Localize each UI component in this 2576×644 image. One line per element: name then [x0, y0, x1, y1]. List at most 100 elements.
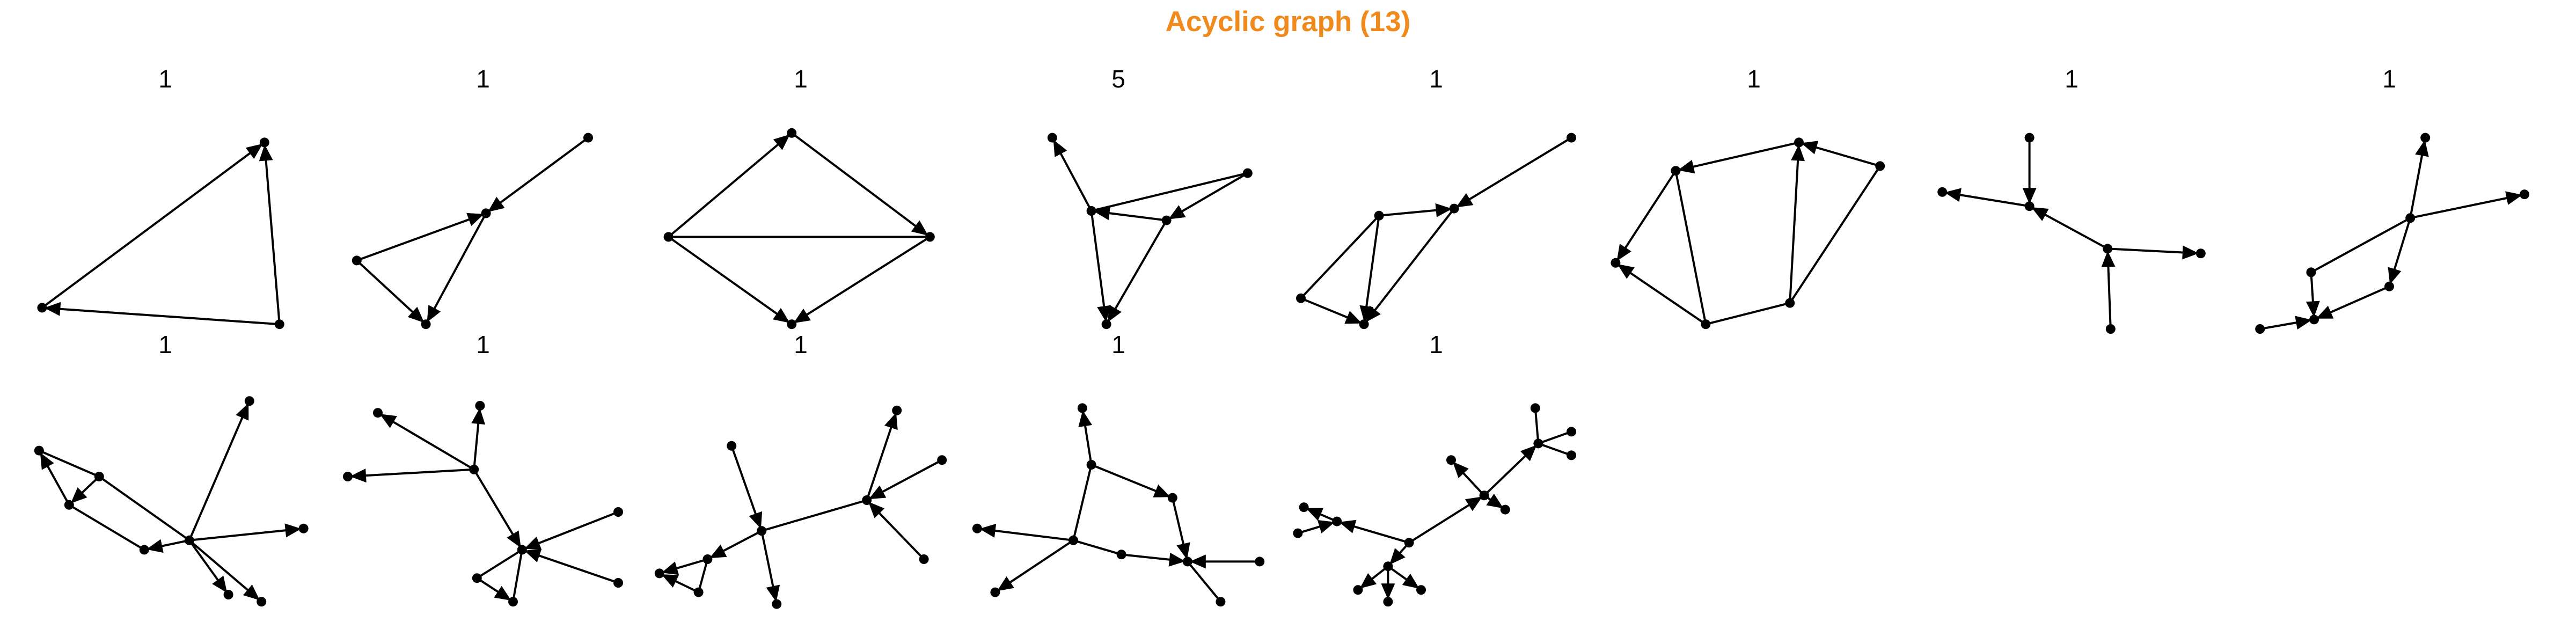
graph-node [469, 464, 479, 474]
graph-edge [2410, 193, 2525, 219]
arrowhead [471, 407, 486, 425]
arrowhead [1944, 188, 1962, 202]
graph-edge [1072, 464, 1093, 541]
graph-edge [1675, 141, 1799, 172]
graph-panel-11: 1 [654, 331, 947, 609]
graph-node [1530, 403, 1540, 413]
arrowhead [494, 586, 511, 601]
graph-node [2420, 133, 2431, 143]
graph-node [1101, 319, 1111, 330]
arrowhead [1402, 573, 1419, 589]
graph-edge [1091, 172, 1248, 212]
arrowhead [1168, 205, 1186, 219]
arrowhead [1381, 583, 1395, 600]
arrowhead [1359, 573, 1377, 589]
graph-node [1299, 502, 1309, 513]
graph-panel-13: 1 [1293, 331, 1576, 607]
graph-node [1069, 535, 1078, 545]
arrowhead [997, 576, 1014, 591]
arrowhead [379, 414, 397, 428]
graph-edge [1363, 215, 1380, 325]
graph-node [2024, 201, 2035, 211]
arrowhead [709, 544, 727, 559]
arrowhead [245, 143, 263, 159]
graph-edge [377, 412, 475, 471]
graph-edge [39, 449, 100, 478]
graph-panel-7: 1 [1937, 65, 2206, 334]
graph-edge [1363, 208, 1455, 325]
arrowhead [1435, 203, 1452, 217]
arrowhead [212, 575, 228, 593]
graph-edge [1187, 561, 1221, 603]
graph-node [1293, 528, 1303, 538]
arrowhead [146, 539, 164, 553]
graph-node [1332, 516, 1342, 526]
graph-node [583, 133, 593, 143]
arrowhead [466, 213, 484, 226]
graph-node [2309, 314, 2319, 325]
graph-node [257, 597, 267, 607]
arrowhead [1801, 141, 1819, 155]
graph-panel-5: 1 [1296, 65, 1576, 330]
arrowhead [1168, 552, 1185, 567]
arrowhead [44, 302, 61, 316]
arrowhead [1365, 305, 1381, 323]
graph-edge [668, 132, 793, 238]
graph-node [772, 599, 782, 609]
graph-edge [512, 550, 523, 602]
arrowhead [259, 144, 273, 162]
graph-edge [791, 236, 931, 325]
graph-node [1374, 210, 1384, 221]
graph-node [2024, 133, 2035, 143]
arrowhead [1520, 445, 1537, 462]
graph-node [1383, 597, 1393, 607]
graph-node [2405, 213, 2416, 223]
arrowhead [2316, 305, 2334, 319]
graph-node [1296, 293, 1306, 303]
graph-node [37, 303, 47, 313]
graph-node [757, 526, 767, 536]
arrowhead [1306, 508, 1323, 521]
graph-node [1383, 561, 1393, 572]
graph-edge [791, 132, 931, 238]
graph-edge [1534, 408, 1540, 444]
arrowhead [236, 402, 249, 421]
panel-count-label: 1 [1111, 331, 1125, 358]
arrowhead [661, 561, 679, 575]
graph-node [1161, 215, 1172, 225]
graph-node [613, 578, 623, 588]
figure-title: Acyclic graph (13) [1165, 6, 1411, 38]
graph-node [919, 554, 929, 564]
arrowhead [2182, 245, 2199, 260]
arrowhead [772, 308, 790, 323]
arrowhead [661, 574, 679, 588]
graph-node [94, 472, 104, 481]
graph-edge [98, 475, 190, 541]
arrowhead [1465, 496, 1483, 511]
arrowhead [911, 220, 928, 236]
arrowhead [1678, 159, 1695, 174]
arrowhead [868, 501, 885, 518]
graph-panel-12: 1 [972, 331, 1265, 607]
arrowhead [70, 487, 87, 504]
arrowhead [407, 306, 425, 323]
arrowhead [1617, 264, 1635, 279]
graph-node [1875, 161, 1885, 171]
graph-node [1500, 504, 1510, 515]
graph-node [1611, 258, 1621, 268]
arrowhead [2388, 267, 2402, 284]
graph-node [223, 590, 233, 599]
graph-edge [1538, 430, 1572, 445]
arrowhead [524, 549, 542, 562]
graph-edge [189, 527, 304, 541]
graph-edge [2310, 217, 2411, 274]
arrowhead [1486, 493, 1504, 509]
graph-node [1446, 455, 1456, 465]
panel-count-label: 5 [1111, 65, 1125, 93]
arrowhead [1107, 305, 1122, 323]
graph-edge [476, 548, 523, 579]
arrowhead [1791, 144, 1805, 162]
graph-edge [761, 499, 867, 532]
arrowhead [1452, 462, 1469, 478]
graph-node [1404, 538, 1414, 548]
